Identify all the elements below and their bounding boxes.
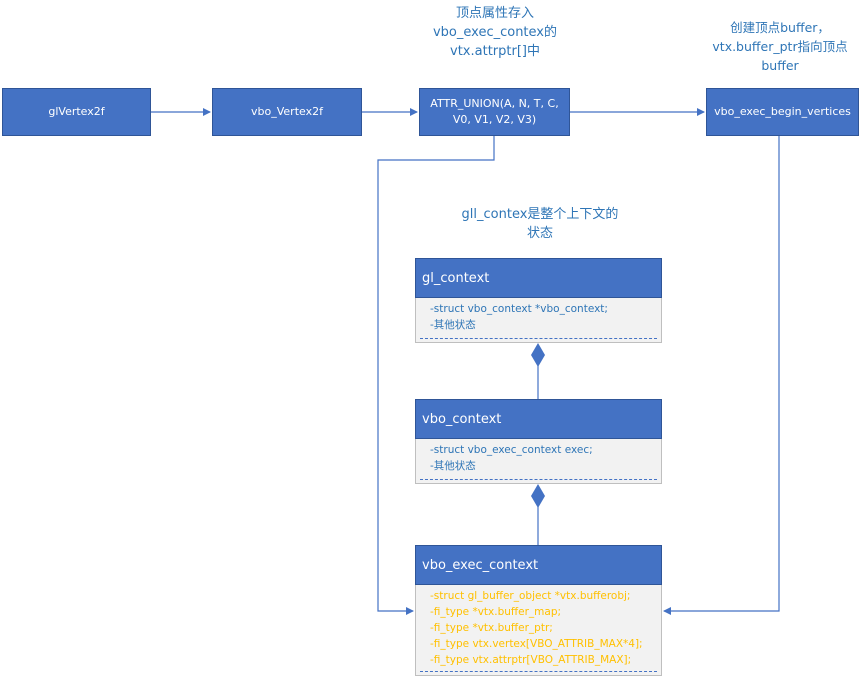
annotation-line: vtx.buffer_ptr指向顶点 [712, 39, 848, 54]
annotation-line: 顶点属性存入 [455, 6, 534, 21]
gl-context-title: gl_context [415, 258, 662, 298]
attr-union-label-line1: ATTR_UNION(A, N, T, C, [430, 97, 559, 110]
annotation-line: 状态 [526, 226, 553, 241]
gl-context-fields: -struct vbo_context *vbo_context; -其他状态 [415, 298, 662, 343]
vbo-exec-context-fields: -struct gl_buffer_object *vtx.bufferobj;… [415, 585, 662, 676]
vbo-vertex2f-box[interactable]: vbo_Vertex2f [212, 88, 362, 136]
divider [420, 338, 657, 339]
field-attrptr: -fi_type vtx.attrptr[VBO_ATTRIB_MAX]; [430, 654, 632, 666]
annotation-line: 创建顶点buffer， [730, 20, 830, 35]
annotation-line: vtx.attrptr[]中 [450, 44, 540, 59]
annotation-create-buffer: 创建顶点buffer， vtx.buffer_ptr指向顶点 buffer [690, 18, 868, 75]
annotation-line: vbo_exec_contex的 [432, 25, 557, 40]
glvertex2f-box[interactable]: glVertex2f [2, 88, 151, 136]
field-buffer-map: -fi_type *vtx.buffer_map; [430, 606, 562, 618]
composition-diamond-vbo-exec [531, 484, 545, 508]
vbo-context-title: vbo_context [415, 399, 662, 439]
vbo-context-class[interactable]: vbo_context -struct vbo_exec_context exe… [415, 399, 662, 484]
annotation-line: buffer [761, 58, 799, 73]
arrow-begin-to-exec-context [663, 136, 780, 615]
vbo-vertex2f-label: vbo_Vertex2f [251, 105, 323, 118]
divider [420, 479, 657, 480]
attr-union-box[interactable]: ATTR_UNION(A, N, T, C, V0, V1, V2, V3) [419, 88, 570, 136]
field-exec: -struct vbo_exec_context exec; [430, 444, 593, 456]
vbo-exec-context-title: vbo_exec_context [415, 545, 662, 585]
composition-diamond-gl-vbo [531, 343, 545, 367]
divider [420, 671, 657, 672]
arrow-attrunion-to-exec-context [377, 136, 495, 615]
begin-vertices-box[interactable]: vbo_exec_begin_vertices [706, 88, 859, 136]
annotation-attr-store: 顶点属性存入 vbo_exec_contex的 vtx.attrptr[]中 [405, 4, 585, 61]
field-bufferobj: -struct gl_buffer_object *vtx.bufferobj; [430, 590, 631, 602]
annotation-line: gll_contex是整个上下文的 [461, 207, 619, 222]
begin-vertices-label: vbo_exec_begin_vertices [714, 105, 851, 118]
vbo-context-fields: -struct vbo_exec_context exec; -其他状态 [415, 439, 662, 484]
field-vertex: -fi_type vtx.vertex[VBO_ATTRIB_MAX*4]; [430, 638, 643, 650]
gl-context-class[interactable]: gl_context -struct vbo_context *vbo_cont… [415, 258, 662, 343]
field-buffer-ptr: -fi_type *vtx.buffer_ptr; [430, 622, 553, 634]
field-other-state: -其他状态 [430, 460, 476, 472]
attr-union-label-line2: V0, V1, V2, V3) [452, 113, 537, 126]
annotation-gll-contex: gll_contex是整个上下文的 状态 [430, 205, 650, 243]
field-vbo-context: -struct vbo_context *vbo_context; [430, 303, 608, 315]
field-other-state: -其他状态 [430, 319, 476, 331]
glvertex2f-label: glVertex2f [48, 105, 105, 118]
vbo-exec-context-class[interactable]: vbo_exec_context -struct gl_buffer_objec… [415, 545, 662, 676]
